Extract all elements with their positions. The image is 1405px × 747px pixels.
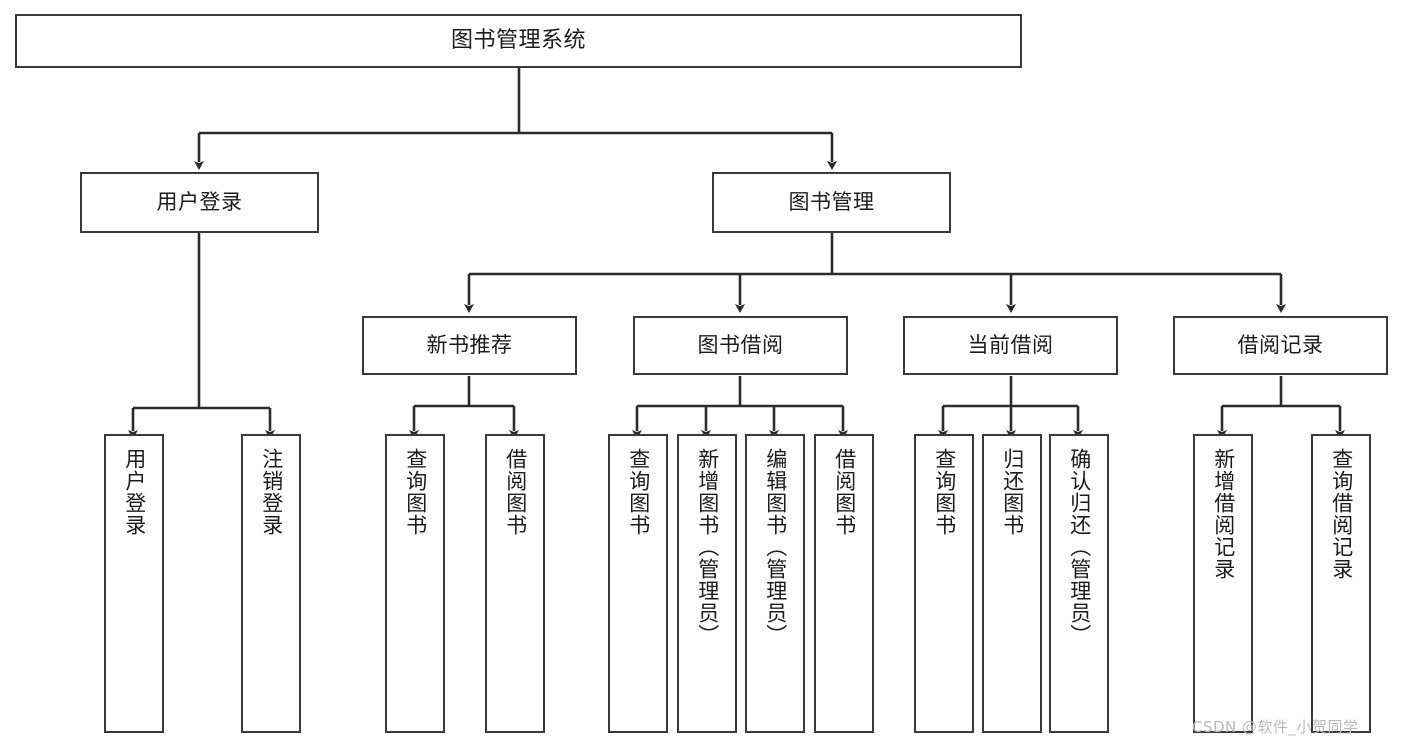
leaf-borrow-book-2[interactable]: 借阅图书 xyxy=(814,434,874,733)
leaf-query-record[interactable]: 查询借阅记录 xyxy=(1311,434,1371,733)
leaf-add-book-label: 新增图书（管理员） xyxy=(695,448,720,646)
leaf-user-login[interactable]: 用户登录 xyxy=(104,434,164,733)
node-book-manage[interactable]: 图书管理 xyxy=(712,172,951,233)
node-borrow-record-label: 借阅记录 xyxy=(1237,333,1324,358)
leaf-return-book-label: 归还图书 xyxy=(1000,448,1025,536)
node-book-manage-label: 图书管理 xyxy=(788,190,875,215)
leaf-borrow-book-2-label: 借阅图书 xyxy=(832,448,857,536)
leaf-borrow-book-1[interactable]: 借阅图书 xyxy=(485,434,545,733)
leaf-confirm-return[interactable]: 确认归还（管理员） xyxy=(1049,434,1109,733)
leaf-add-record-label: 新增借阅记录 xyxy=(1211,448,1236,580)
leaf-edit-book-label: 编辑图书（管理员） xyxy=(763,448,788,646)
node-book-borrow-label: 图书借阅 xyxy=(697,333,784,358)
leaf-query-record-label: 查询借阅记录 xyxy=(1329,448,1354,580)
node-current-borrow[interactable]: 当前借阅 xyxy=(903,316,1118,375)
node-root[interactable]: 图书管理系统 xyxy=(15,14,1022,68)
node-new-book-rec[interactable]: 新书推荐 xyxy=(362,316,577,375)
leaf-query-book-1-label: 查询图书 xyxy=(403,448,428,536)
leaf-logout-label: 注销登录 xyxy=(259,448,284,536)
node-book-borrow[interactable]: 图书借阅 xyxy=(633,316,848,375)
leaf-logout[interactable]: 注销登录 xyxy=(241,434,301,733)
node-new-book-rec-label: 新书推荐 xyxy=(426,333,513,358)
leaf-query-book-3[interactable]: 查询图书 xyxy=(914,434,974,733)
node-root-label: 图书管理系统 xyxy=(450,28,586,54)
leaf-query-book-2-label: 查询图书 xyxy=(626,448,651,536)
node-current-borrow-label: 当前借阅 xyxy=(967,333,1054,358)
node-borrow-record[interactable]: 借阅记录 xyxy=(1173,316,1388,375)
leaf-add-record[interactable]: 新增借阅记录 xyxy=(1193,434,1253,733)
leaf-user-login-label: 用户登录 xyxy=(122,448,147,536)
leaf-query-book-1[interactable]: 查询图书 xyxy=(385,434,445,733)
leaf-query-book-3-label: 查询图书 xyxy=(932,448,957,536)
node-user-login-label: 用户登录 xyxy=(156,190,243,215)
leaf-borrow-book-1-label: 借阅图书 xyxy=(503,448,528,536)
leaf-add-book[interactable]: 新增图书（管理员） xyxy=(677,434,737,733)
leaf-confirm-return-label: 确认归还（管理员） xyxy=(1067,448,1092,646)
leaf-query-book-2[interactable]: 查询图书 xyxy=(608,434,668,733)
node-user-login[interactable]: 用户登录 xyxy=(80,172,319,233)
leaf-edit-book[interactable]: 编辑图书（管理员） xyxy=(745,434,805,733)
leaf-return-book[interactable]: 归还图书 xyxy=(982,434,1042,733)
